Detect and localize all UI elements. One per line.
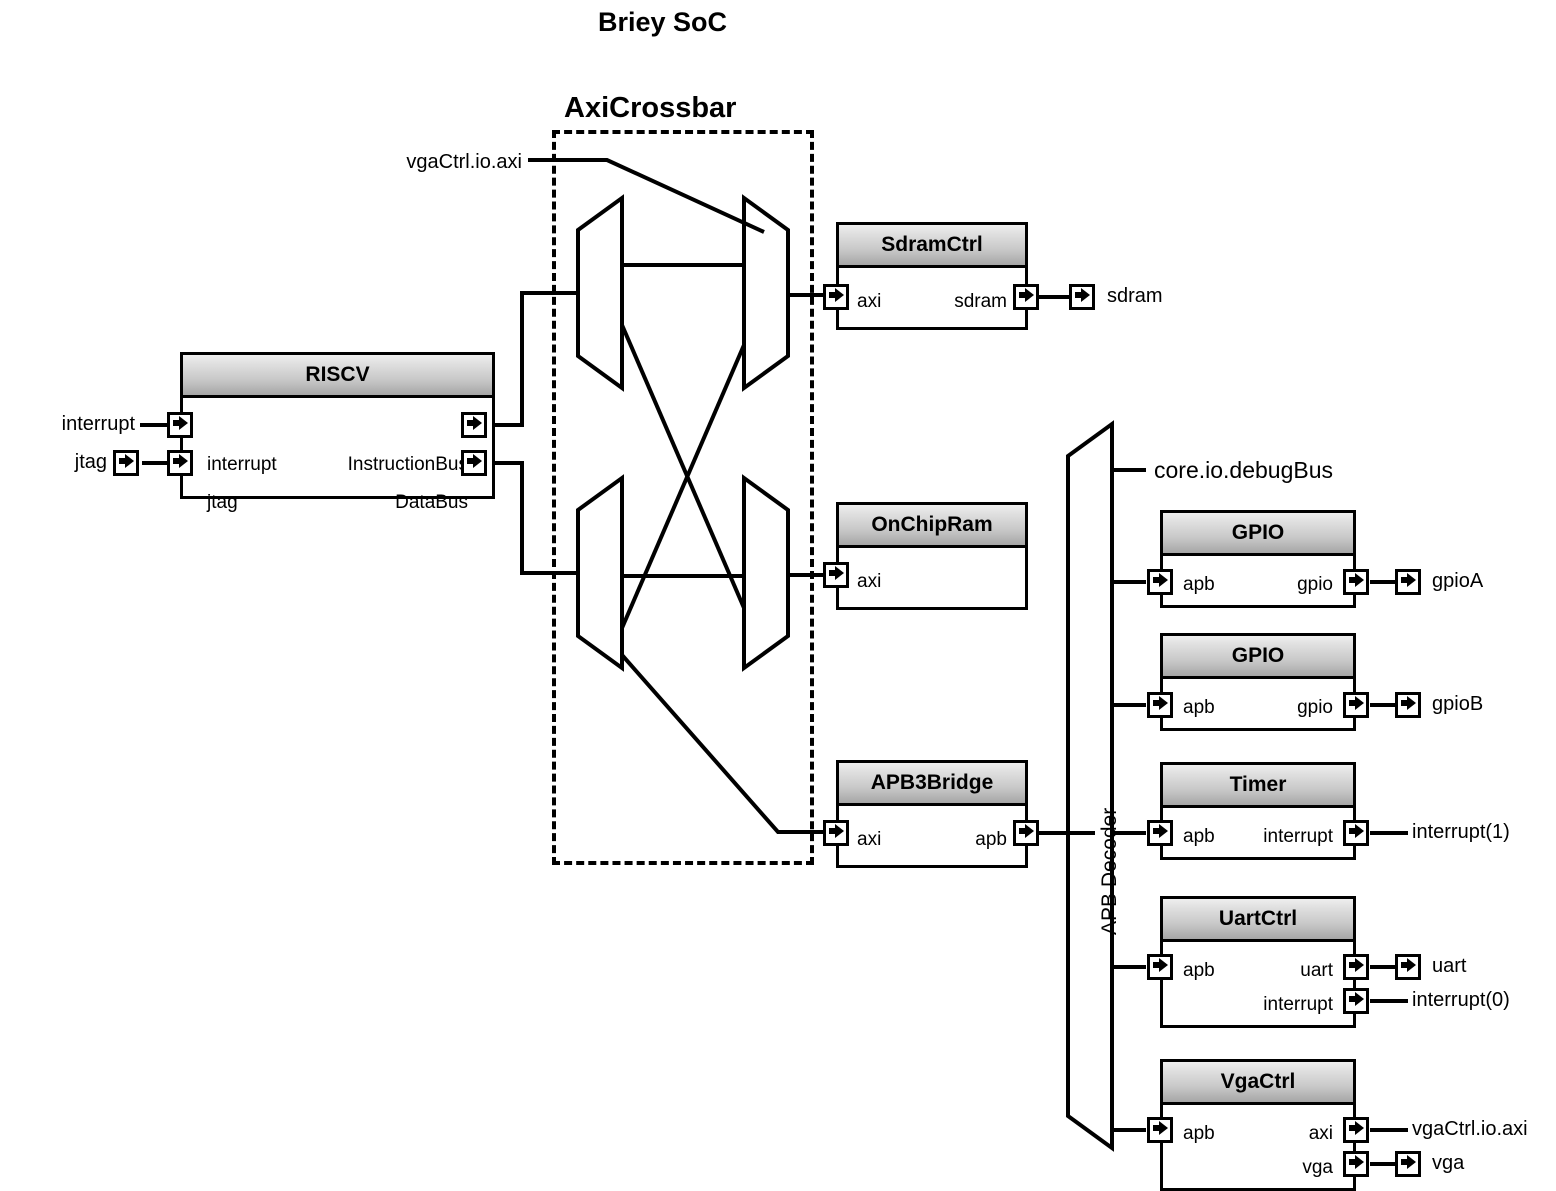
arrow-riscv-jtag-in[interactable]	[167, 450, 193, 476]
port-apb3bridge-axi: axi	[857, 829, 882, 850]
block-apb3bridge-body: axi apb	[839, 806, 1025, 865]
arrow-apb3bridge-axi-in[interactable]	[823, 820, 849, 846]
port-timer-interrupt: interrupt	[1263, 826, 1333, 847]
port-gpio-b-apb: apb	[1183, 697, 1215, 718]
label-vga-axi-out: vgaCtrl.io.axi	[1412, 1118, 1528, 1140]
arrow-vgactrl-vga-out[interactable]	[1343, 1151, 1369, 1177]
arrow-timer-apb-in[interactable]	[1147, 820, 1173, 846]
block-apb3bridge[interactable]: APB3Bridge axi apb	[836, 760, 1028, 868]
block-vgactrl-body: apb axi vga	[1163, 1105, 1353, 1188]
block-uartctrl-body: apb uart interrupt	[1163, 942, 1353, 1025]
label-core-io-debugbus: core.io.debugBus	[1154, 457, 1334, 483]
arrow-uartctrl-interrupt-out[interactable]	[1343, 988, 1369, 1014]
label-jtag-in: jtag	[74, 451, 107, 473]
block-riscv[interactable]: RISCV interrupt jtag InstructionBus Data…	[180, 352, 495, 512]
port-riscv-databus: DataBus	[395, 492, 468, 513]
block-onchipram-body: axi	[839, 548, 1025, 607]
arrow-uartctrl-uart-out[interactable]	[1343, 954, 1369, 980]
block-sdramctrl[interactable]: SdramCtrl axi sdram	[836, 222, 1028, 330]
block-timer-title: Timer	[1163, 765, 1353, 808]
arrow-uartctrl-apb-in[interactable]	[1147, 954, 1173, 980]
label-gpioB-out: gpioB	[1432, 693, 1484, 715]
arrow-sdramctrl-sdram-out[interactable]	[1013, 284, 1039, 310]
block-timer[interactable]: Timer apb interrupt	[1160, 762, 1356, 860]
port-vgactrl-axi: axi	[1308, 1123, 1333, 1144]
label-vga-out: vga	[1432, 1152, 1465, 1174]
block-uartctrl-title: UartCtrl	[1163, 899, 1353, 942]
port-gpio-a-gpio: gpio	[1297, 574, 1333, 595]
arrow-gpio-a-gpio-out[interactable]	[1343, 569, 1369, 595]
arrow-gpioB-external[interactable]	[1395, 692, 1421, 718]
arrow-vgactrl-apb-in[interactable]	[1147, 1117, 1173, 1143]
block-sdramctrl-title: SdramCtrl	[839, 225, 1025, 268]
arrow-riscv-databus-out[interactable]	[461, 450, 487, 476]
port-vgactrl-apb: apb	[1183, 1123, 1215, 1144]
axi-crossbar-region	[552, 130, 814, 865]
apb-decoder-label: APB Decoder	[1098, 807, 1121, 935]
port-sdramctrl-sdram: sdram	[954, 291, 1007, 312]
arrow-gpioA-external[interactable]	[1395, 569, 1421, 595]
port-vgactrl-vga: vga	[1302, 1157, 1333, 1178]
label-uart-interrupt-out: interrupt(0)	[1412, 989, 1510, 1011]
block-gpio-a[interactable]: GPIO apb gpio	[1160, 510, 1356, 608]
arrow-gpio-b-gpio-out[interactable]	[1343, 692, 1369, 718]
port-onchipram-axi: axi	[857, 571, 882, 592]
port-gpio-b-gpio: gpio	[1297, 697, 1333, 718]
axi-crossbar-title: AxiCrossbar	[564, 92, 737, 124]
label-gpioA-out: gpioA	[1432, 570, 1484, 592]
block-vgactrl-title: VgaCtrl	[1163, 1062, 1353, 1105]
label-sdram-out: sdram	[1107, 285, 1163, 307]
arrow-sdramctrl-axi-in[interactable]	[823, 284, 849, 310]
label-timer-interrupt-out: interrupt(1)	[1412, 821, 1510, 843]
arrow-apb3bridge-apb-out[interactable]	[1013, 820, 1039, 846]
port-riscv-interrupt: interrupt	[207, 454, 277, 475]
arrow-gpio-a-apb-in[interactable]	[1147, 569, 1173, 595]
page-title: Briey SoC	[598, 7, 728, 37]
block-vgactrl[interactable]: VgaCtrl apb axi vga	[1160, 1059, 1356, 1191]
port-timer-apb: apb	[1183, 826, 1215, 847]
block-onchipram-title: OnChipRam	[839, 505, 1025, 548]
block-gpio-b[interactable]: GPIO apb gpio	[1160, 633, 1356, 731]
port-uartctrl-uart: uart	[1300, 960, 1333, 981]
block-onchipram[interactable]: OnChipRam axi	[836, 502, 1028, 610]
arrow-uart-external[interactable]	[1395, 954, 1421, 980]
port-uartctrl-interrupt: interrupt	[1263, 994, 1333, 1015]
arrow-gpio-b-apb-in[interactable]	[1147, 692, 1173, 718]
arrow-riscv-instructionbus-out[interactable]	[461, 412, 487, 438]
block-riscv-title: RISCV	[183, 355, 492, 398]
port-riscv-jtag: jtag	[207, 492, 238, 513]
block-uartctrl[interactable]: UartCtrl apb uart interrupt	[1160, 896, 1356, 1028]
port-gpio-a-apb: apb	[1183, 574, 1215, 595]
arrow-sdram-external[interactable]	[1069, 284, 1095, 310]
block-sdramctrl-body: axi sdram	[839, 268, 1025, 327]
block-timer-body: apb interrupt	[1163, 808, 1353, 857]
port-riscv-instructionbus: InstructionBus	[347, 454, 468, 475]
block-gpio-a-body: apb gpio	[1163, 556, 1353, 605]
port-sdramctrl-axi: axi	[857, 291, 882, 312]
arrow-vgactrl-axi-out[interactable]	[1343, 1117, 1369, 1143]
label-uart-out: uart	[1432, 955, 1467, 977]
block-apb3bridge-title: APB3Bridge	[839, 763, 1025, 806]
arrow-vga-external[interactable]	[1395, 1151, 1421, 1177]
arrow-onchipram-axi-in[interactable]	[823, 562, 849, 588]
arrow-jtag-external[interactable]	[113, 450, 139, 476]
label-interrupt-in: interrupt	[61, 413, 135, 435]
arrow-riscv-interrupt-in[interactable]	[167, 412, 193, 438]
block-riscv-body: interrupt jtag InstructionBus DataBus	[183, 398, 492, 512]
block-gpio-b-title: GPIO	[1163, 636, 1353, 679]
block-gpio-b-body: apb gpio	[1163, 679, 1353, 728]
port-apb3bridge-apb: apb	[975, 829, 1007, 850]
label-vgactrl-io-axi-in: vgaCtrl.io.axi	[406, 151, 522, 173]
block-gpio-a-title: GPIO	[1163, 513, 1353, 556]
arrow-timer-interrupt-out[interactable]	[1343, 820, 1369, 846]
port-uartctrl-apb: apb	[1183, 960, 1215, 981]
